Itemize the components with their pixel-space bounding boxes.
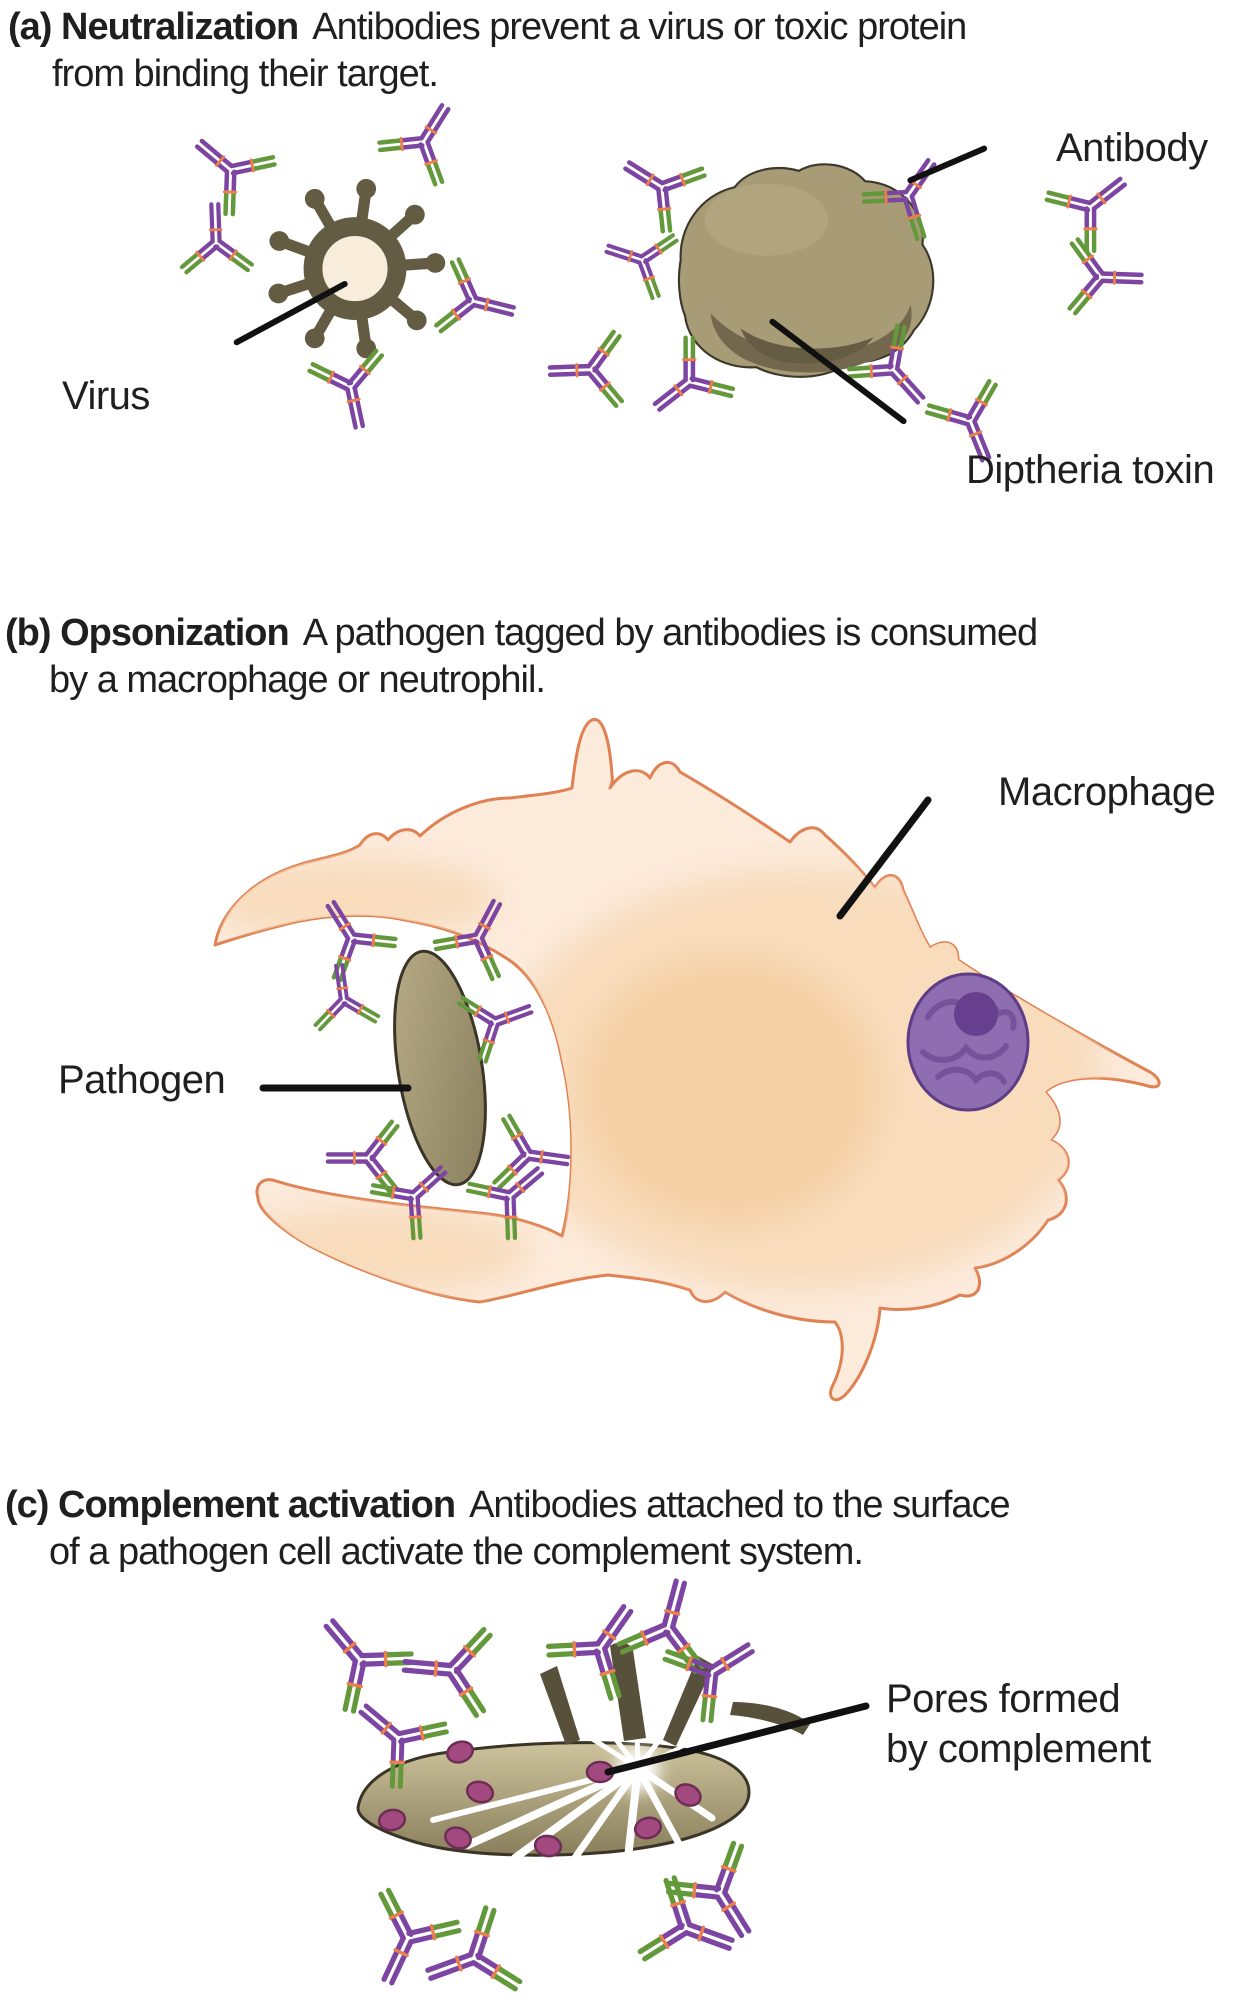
pore-icon	[377, 1808, 407, 1832]
heading-c: (c) Complement activation Antibodies atta…	[5, 1482, 1011, 1576]
antibody-icon	[1068, 238, 1143, 317]
antibody-icon	[433, 256, 522, 348]
toxin-icon	[677, 163, 935, 378]
heading-c-desc-line2: of a pathogen cell activate the compleme…	[49, 1531, 864, 1573]
heading-a-title: (a) Neutralization	[8, 6, 299, 48]
macrophage-icon	[213, 717, 1161, 1402]
antibody-icon	[414, 1904, 524, 2011]
antibody-icon	[328, 1121, 399, 1196]
antibody-icon	[549, 330, 624, 409]
antibody-icon	[175, 115, 279, 220]
pathogen-label: Pathogen	[58, 1058, 226, 1102]
antibody-icon	[307, 348, 397, 435]
macrophage-label: Macrophage	[998, 770, 1216, 814]
antibody-icon	[636, 1874, 746, 1987]
lysed-pathogen-icon	[356, 1642, 810, 1866]
antibody-icon	[179, 203, 254, 274]
antibody-icon	[295, 1595, 417, 1717]
antibody-icon	[374, 87, 477, 189]
pore-icon	[533, 1834, 563, 1858]
virus-label-line	[233, 281, 348, 346]
neutralization-illustration	[0, 80, 1250, 560]
pore-icon	[465, 1780, 495, 1804]
virus-label: Virus	[62, 374, 150, 418]
pore-icon	[633, 1816, 663, 1840]
burst-icon	[430, 1642, 810, 1866]
nucleus-icon	[906, 972, 1030, 1112]
toxin-label: Diptheria toxin	[966, 448, 1215, 492]
pores-label: Pores formed by complement	[886, 1674, 1151, 1774]
pore-icon	[444, 1826, 472, 1850]
opsonization-illustration	[213, 717, 1161, 1402]
antibody-icon	[401, 1622, 493, 1718]
antibody-label: Antibody	[1056, 126, 1208, 170]
heading-a-desc: Antibodies prevent a virus or toxic prot…	[312, 6, 967, 48]
heading-a-desc-line2: from binding their target.	[52, 53, 439, 95]
pores-label-line1: Pores formed	[886, 1677, 1121, 1721]
heading-a: (a) Neutralization Antibodies prevent a v…	[8, 4, 967, 98]
heading-c-title: (c) Complement activation	[5, 1484, 456, 1526]
pores-label-line	[604, 1702, 870, 1776]
antibody-icon	[348, 1886, 464, 2000]
pore-icon	[674, 1783, 702, 1807]
heading-c-desc: Antibodies attached to the surface	[469, 1484, 1011, 1526]
antibody-label-line	[907, 145, 988, 184]
pore-icon	[446, 1740, 474, 1764]
heading-b-desc-line2: by a macrophage or neutrophil.	[49, 659, 546, 701]
antibody-icon	[597, 216, 680, 301]
toxin-label-line	[769, 318, 907, 425]
virus-icon	[268, 178, 446, 359]
antibody-icon	[304, 958, 383, 1034]
pathogen-icon	[393, 949, 487, 1187]
complement-activation-illustration	[0, 1560, 870, 2011]
macrophage-label-line	[836, 796, 932, 920]
pores-label-line2: by complement	[886, 1727, 1151, 1771]
heading-b-title: (b) Opsonization	[5, 612, 290, 654]
heading-b: (b) Opsonization A pathogen tagged by ant…	[5, 610, 1038, 704]
heading-b-desc: A pathogen tagged by antibodies is consu…	[302, 612, 1038, 654]
antibody-icon	[492, 1114, 573, 1198]
